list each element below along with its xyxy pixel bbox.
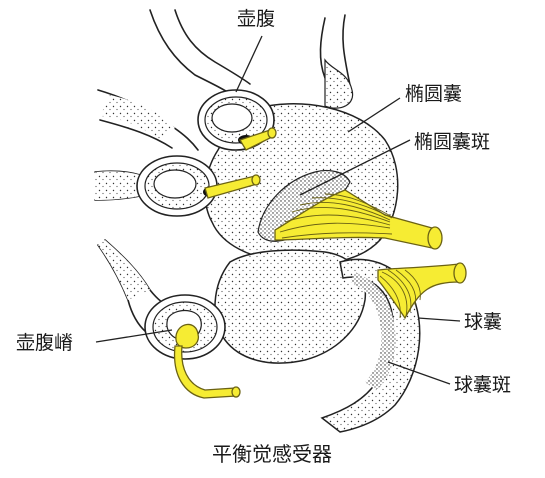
- label-crista-ampullaris: 壶腹嵴: [16, 332, 73, 354]
- figure-caption: 平衡觉感受器: [212, 442, 332, 466]
- label-saccule: 球囊: [464, 311, 502, 333]
- leader-saccule: [418, 318, 460, 321]
- label-saccular-macula: 球囊斑: [454, 374, 511, 396]
- label-utricular-macula: 椭圆囊斑: [414, 131, 490, 153]
- saccular-nerve-stump: [454, 263, 466, 283]
- crista-ampullaris: [176, 324, 199, 348]
- ampulla-middle: [137, 156, 217, 216]
- label-ampulla: 壶腹: [237, 8, 275, 30]
- leader-utricle: [348, 98, 400, 132]
- label-utricle: 椭圆囊: [405, 83, 462, 105]
- utricular-nerve-stump: [428, 227, 442, 249]
